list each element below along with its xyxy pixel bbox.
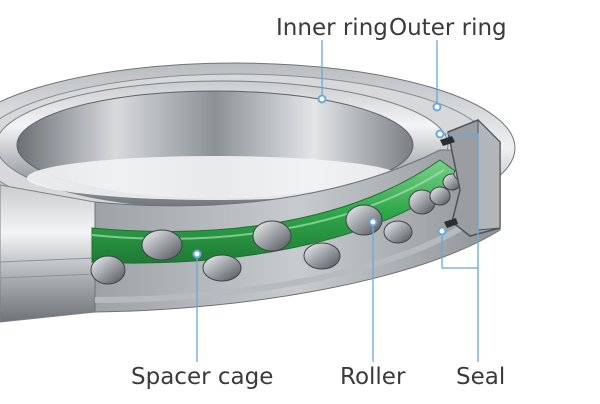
roller-item: [303, 242, 341, 270]
seal-label: Seal: [456, 364, 506, 390]
roller-item: [90, 255, 126, 285]
spacer-cage-label: Spacer cage: [131, 364, 274, 390]
roller-item: [202, 254, 242, 282]
inner-ring-label: Inner ring: [276, 15, 388, 41]
leader-lines: [196, 40, 479, 362]
roller-label: Roller: [340, 364, 406, 390]
leader-dots: [192, 94, 447, 259]
roller-item: [383, 220, 413, 244]
roller-item: [252, 220, 292, 252]
seal: [440, 136, 458, 228]
cross-section-profile: [447, 118, 501, 237]
inner-ring: [0, 80, 449, 210]
roller-item: [429, 186, 451, 206]
outer-ring-label: Outer ring: [389, 15, 507, 41]
rollers: [90, 160, 475, 285]
roller-item: [141, 229, 183, 261]
